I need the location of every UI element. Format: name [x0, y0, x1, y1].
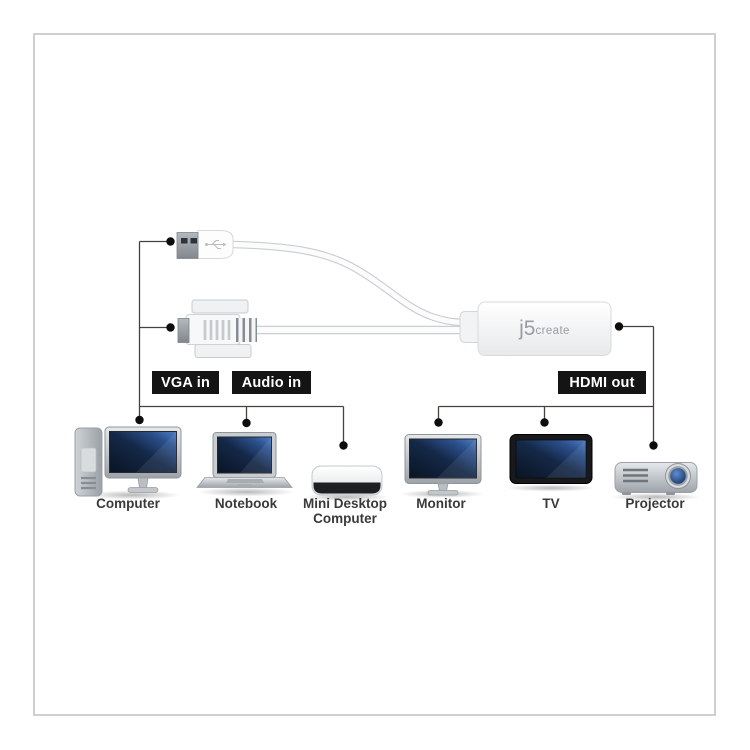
usb-cable — [229, 240, 468, 327]
tv-icon — [509, 434, 593, 484]
projector-icon — [614, 462, 698, 495]
usb-trident-icon — [205, 239, 227, 250]
brand-logo-prefix: j5 — [519, 316, 536, 340]
notebook-icon — [196, 432, 293, 488]
adapter-body — [459, 301, 612, 356]
hdmi-out-label: HDMI out — [558, 371, 646, 394]
device-label-mini-desktop: Mini Desktop Computer — [302, 496, 387, 526]
usb-dot — [166, 237, 175, 246]
monitor-icon — [404, 434, 482, 496]
vga-dot — [166, 323, 175, 332]
hdmi-dot — [614, 322, 624, 331]
brand-logo-suffix: create — [535, 325, 570, 337]
device-label-notebook: Notebook — [214, 496, 278, 511]
computer-icon — [74, 426, 182, 497]
mini-desktop-dot — [339, 441, 348, 450]
monitor-dot — [434, 418, 443, 427]
device-label-monitor: Monitor — [416, 496, 466, 511]
device-label-computer: Computer — [96, 496, 160, 511]
notebook-dot — [242, 418, 251, 428]
audio-in-label: Audio in — [232, 371, 311, 394]
device-label-tv: TV — [542, 496, 560, 511]
usb-connector-icon — [176, 230, 234, 259]
mini-desktop-icon — [311, 465, 383, 496]
device-label-projector: Projector — [625, 496, 685, 511]
tv-dot — [540, 418, 549, 427]
vga-connector-icon — [177, 299, 257, 358]
computer-dot — [135, 415, 144, 425]
junction-dots — [135, 237, 658, 450]
connector-lines — [138, 240, 655, 444]
projector-dot — [649, 441, 658, 450]
vga-in-label: VGA in — [152, 371, 219, 394]
